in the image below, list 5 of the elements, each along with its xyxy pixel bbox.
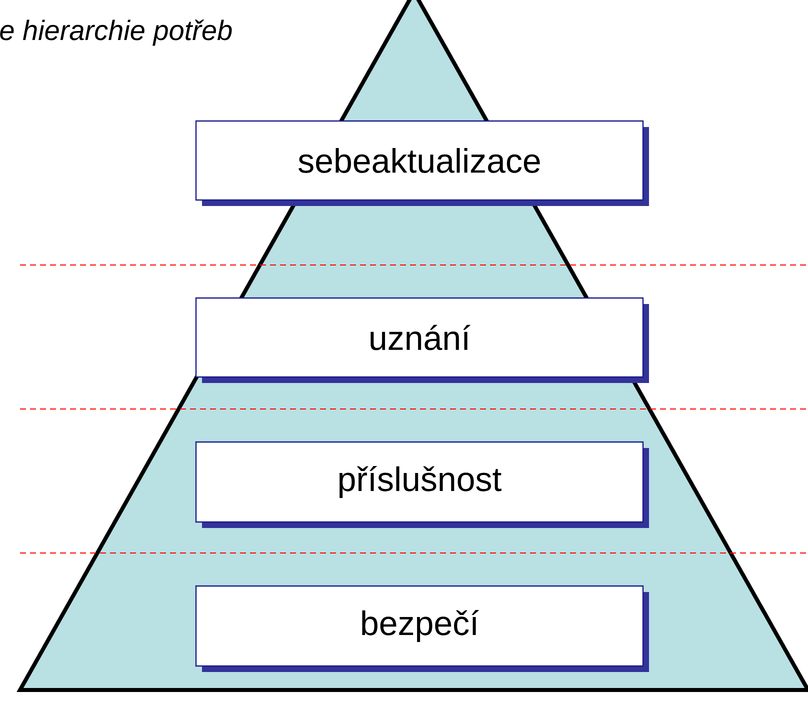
level-box: bezpečí [195, 585, 649, 672]
level-box: uznání [195, 297, 649, 383]
level-box: sebeaktualizace [195, 120, 649, 206]
level-box: příslušnost [195, 441, 649, 528]
title: e hierarchie potřeb [0, 20, 232, 46]
